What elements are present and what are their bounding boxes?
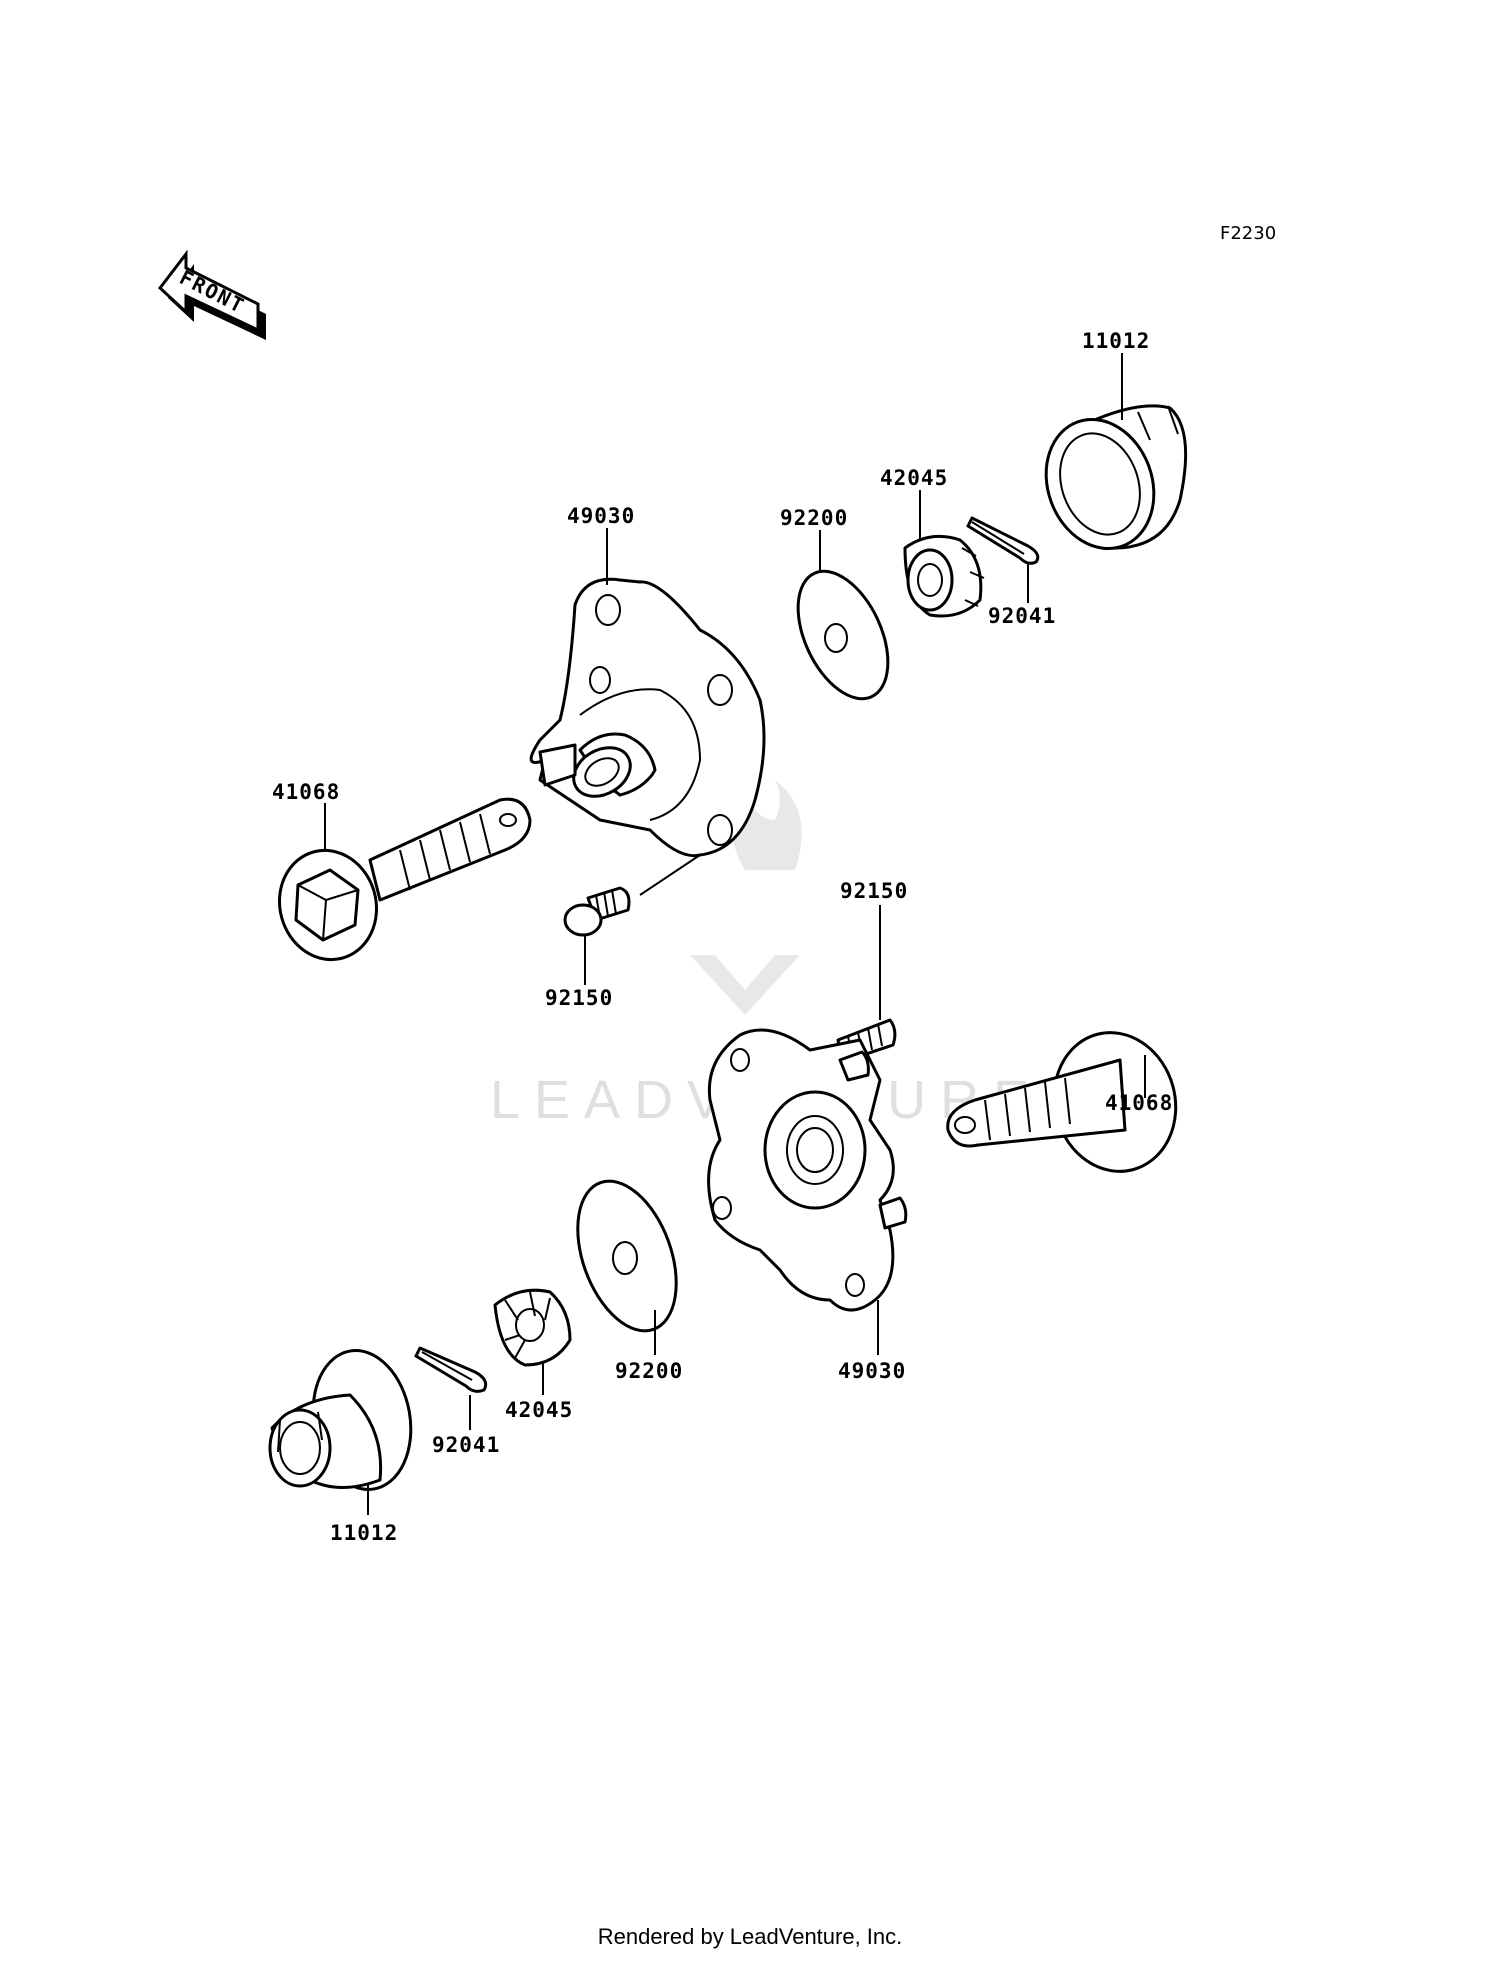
washer-top-part	[796, 569, 890, 701]
hub-top-part	[529, 577, 766, 858]
axle-right-part	[946, 1031, 1178, 1173]
callout-pin-bottom: 92041	[432, 1433, 500, 1457]
callout-axle-right: 41068	[1105, 1091, 1173, 1115]
cap-top-part	[1044, 404, 1188, 551]
cotter-pin-top-part	[966, 516, 1040, 565]
footer-text: Rendered by LeadVenture, Inc.	[597, 1924, 903, 1949]
axle-left-part	[277, 797, 532, 962]
washer-bottom-part	[576, 1179, 678, 1333]
callout-washer-bottom: 92200	[615, 1359, 683, 1383]
callout-nut-top: 42045	[880, 466, 948, 490]
bolt-left-part	[563, 886, 631, 937]
callout-cap-bottom: 11012	[330, 1521, 398, 1545]
castle-nut-bottom-part	[493, 1288, 572, 1367]
callout-hub-bottom: 49030	[838, 1359, 906, 1383]
cotter-pin-bottom-part	[414, 1346, 488, 1393]
callout-hub-top: 49030	[567, 504, 635, 528]
callout-bolt-left: 92150	[545, 986, 613, 1010]
callout-cap-top: 11012	[1082, 329, 1150, 353]
callout-nut-bottom: 42045	[505, 1398, 573, 1422]
front-arrow-icon: FRONT	[157, 249, 266, 340]
hub-bottom-part	[707, 1028, 908, 1312]
cap-bottom-part	[268, 1349, 413, 1491]
callout-washer-top: 92200	[780, 506, 848, 530]
castle-nut-top-part	[903, 534, 985, 618]
callout-bolt-right: 92150	[840, 879, 908, 903]
figure-code: F2230	[1220, 223, 1276, 244]
callout-pin-top: 92041	[988, 604, 1056, 628]
callout-axle-left: 41068	[272, 780, 340, 804]
